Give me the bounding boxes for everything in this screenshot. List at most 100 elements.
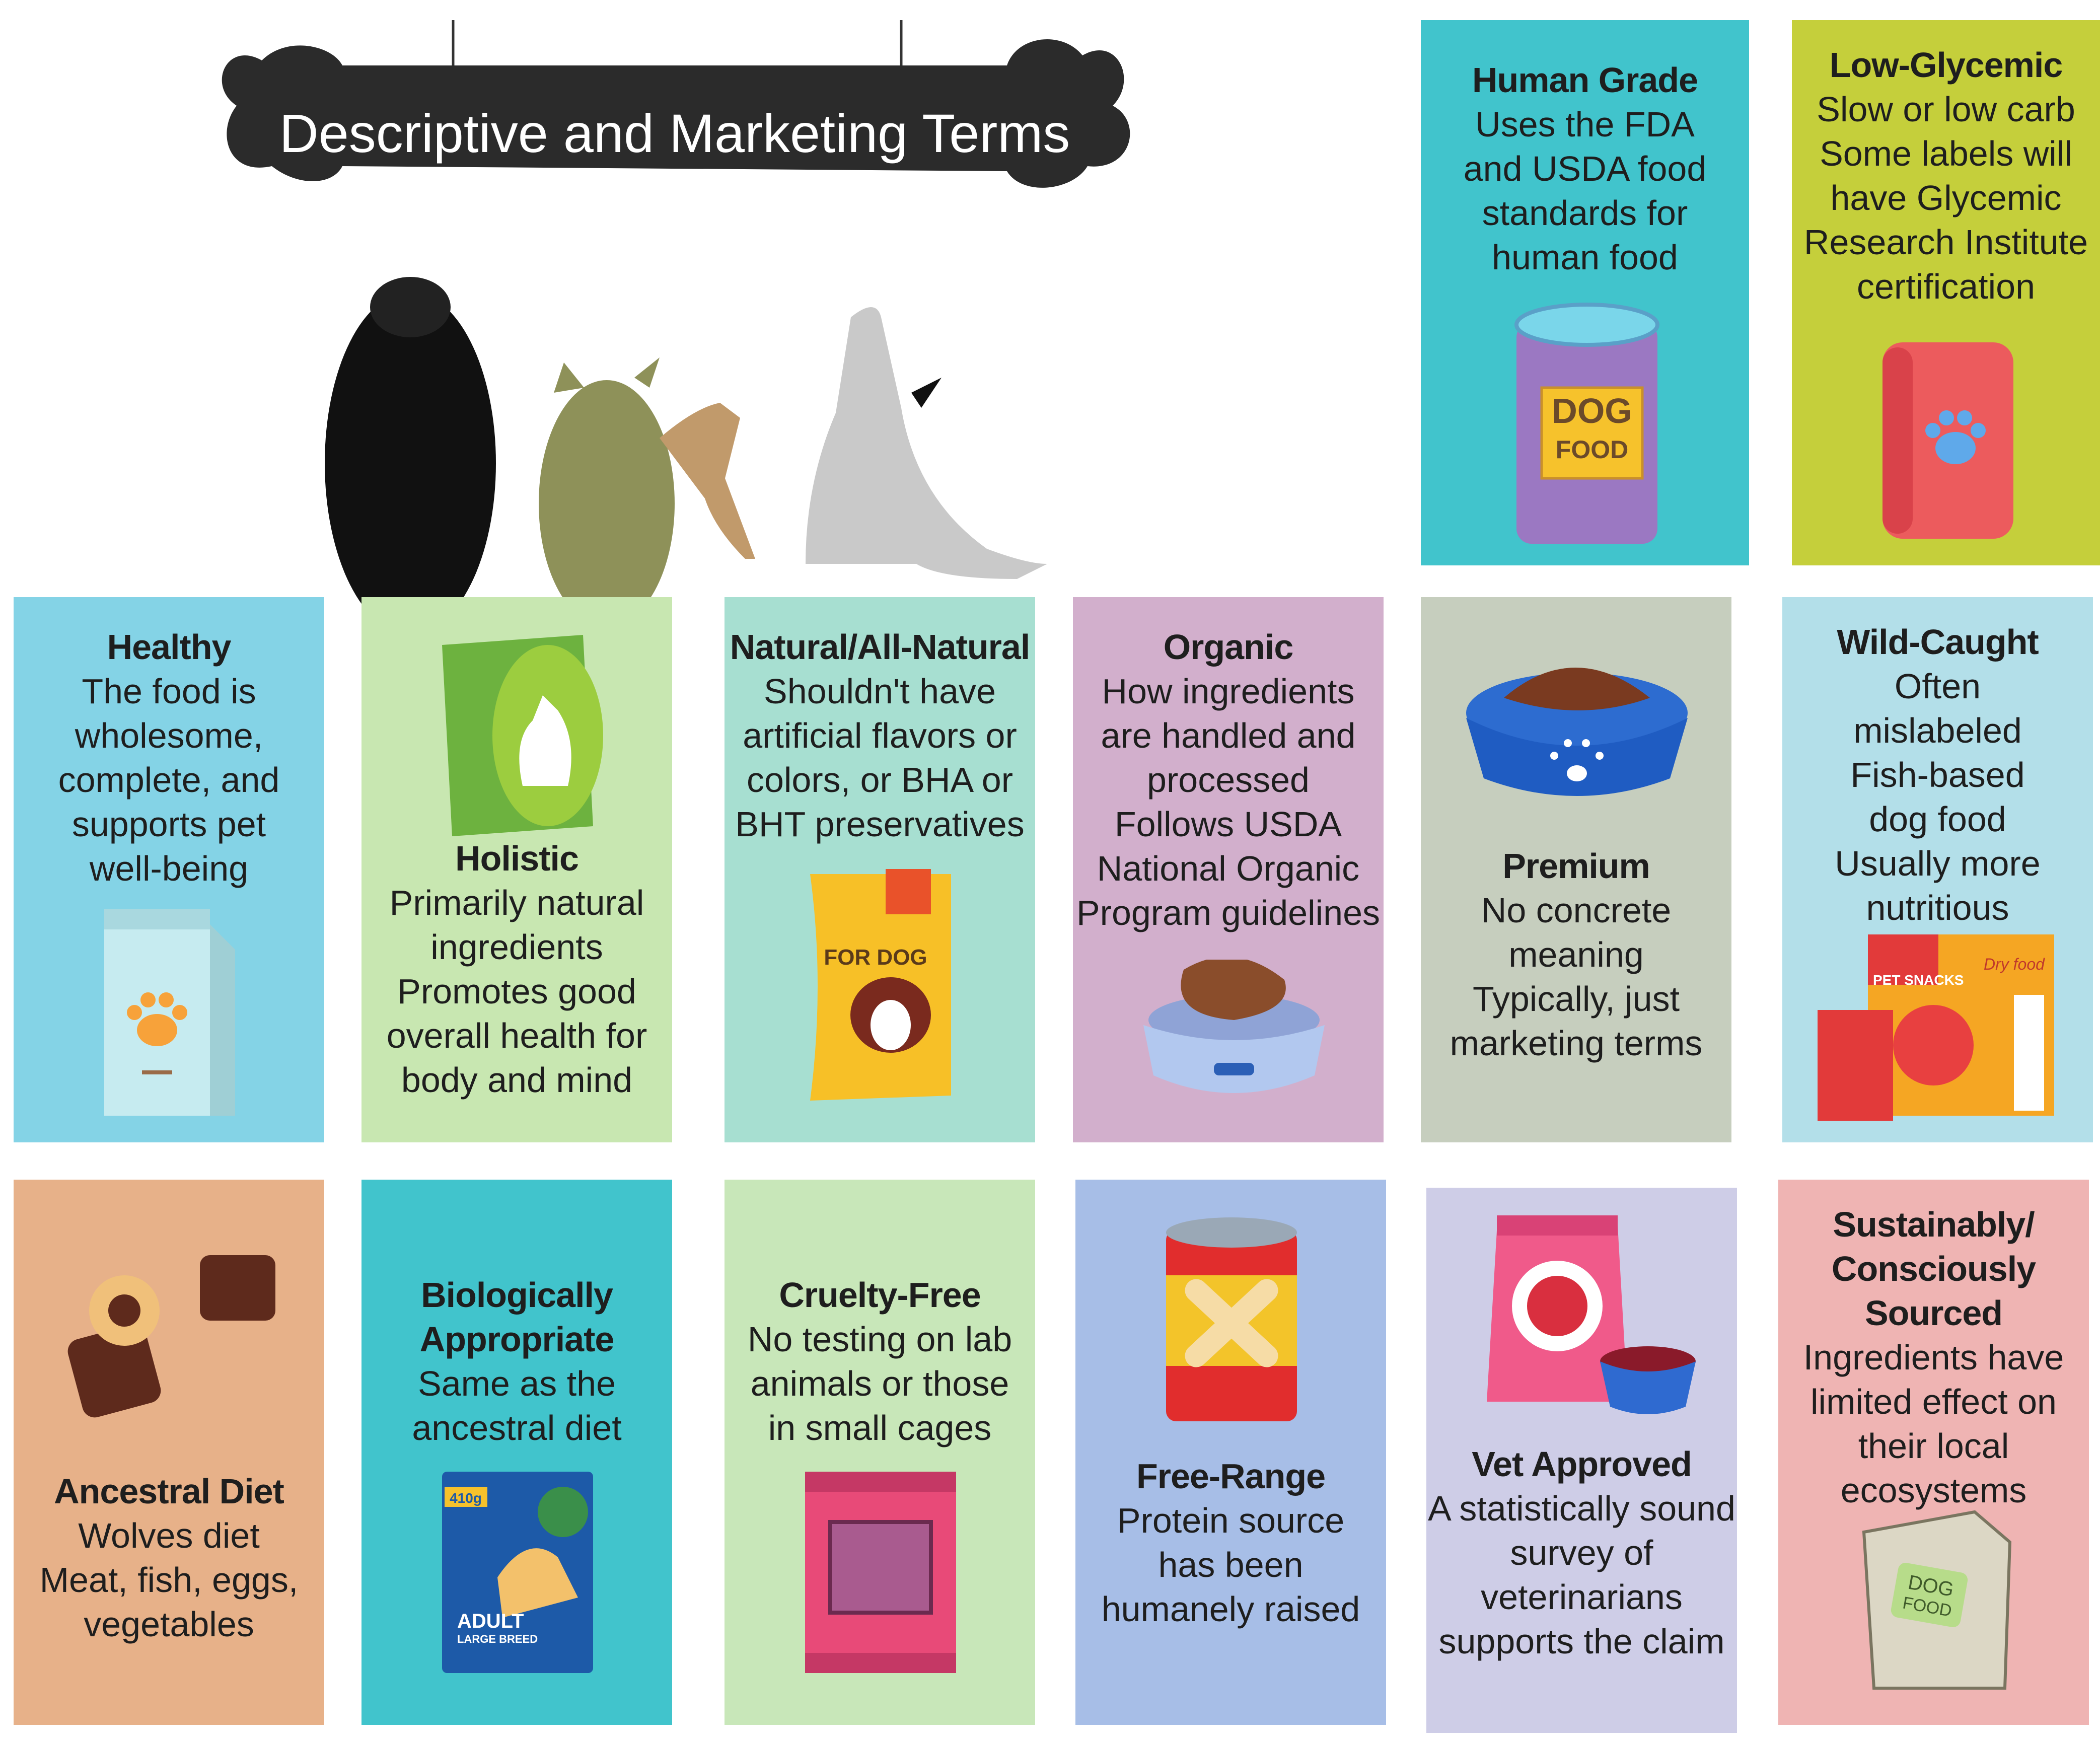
- term-description-line: well-being: [89, 849, 249, 888]
- term-title: Cruelty-Free: [779, 1275, 981, 1315]
- term-description-line: meaning: [1508, 935, 1644, 974]
- svg-text:410g: 410g: [450, 1490, 482, 1506]
- term-description-line: artificial flavors or: [743, 716, 1017, 755]
- term-description-line: No testing on lab: [747, 1320, 1012, 1359]
- term-description-line: certification: [1856, 267, 2036, 306]
- term-description-line: body and mind: [401, 1060, 633, 1100]
- svg-text:FOOD: FOOD: [1556, 436, 1628, 464]
- term-description-line: The food is: [82, 672, 256, 711]
- bowl-blue-icon: [1459, 642, 1695, 819]
- term-description-line: Fish-based: [1850, 755, 2025, 794]
- term-description-line: A statistically sound: [1428, 1489, 1735, 1528]
- term-description-line: Follows USDA: [1114, 805, 1342, 844]
- term-description-line: mislabeled: [1853, 711, 2022, 750]
- term-description-line: Primarily natural: [389, 883, 644, 922]
- term-description-line: supports the claim: [1438, 1622, 1725, 1661]
- term-text: Cruelty-Free No testing on lab animals or …: [725, 1273, 1035, 1450]
- term-description-line: dog food: [1869, 800, 2006, 839]
- term-description-line: standards for: [1482, 193, 1688, 233]
- term-description-line: Protein source: [1117, 1501, 1345, 1540]
- bowl-light-blue-icon: [1133, 957, 1335, 1106]
- term-description-line: their local: [1858, 1426, 2009, 1466]
- term-description-line: colors, or BHA or: [746, 760, 1013, 800]
- term-description-line: are handled and: [1101, 716, 1356, 755]
- term-description-line: complete, and: [58, 760, 280, 800]
- term-description-line: ingredients: [430, 927, 603, 967]
- term-description-line: National Organic: [1097, 849, 1360, 888]
- bag-paw-light-icon: [94, 909, 245, 1121]
- term-title: Sourced: [1864, 1293, 2003, 1333]
- term-description-line: Same as the: [418, 1364, 616, 1403]
- term-description-line: animals or those: [750, 1364, 1009, 1403]
- term-title: Ancestral Diet: [54, 1472, 284, 1511]
- term-description-line: veterinarians: [1481, 1577, 1683, 1617]
- term-description-line: Promotes good: [397, 972, 636, 1011]
- term-description-line: has been: [1158, 1545, 1304, 1584]
- bag-green-dog-icon: [432, 625, 603, 836]
- term-description-line: survey of: [1510, 1533, 1653, 1572]
- term-description-line: Meat, fish, eggs,: [39, 1560, 299, 1600]
- term-title: Consciously: [1831, 1249, 2036, 1288]
- pouch-pink-icon: [800, 1467, 961, 1678]
- term-description-line: Research Institute: [1803, 223, 2088, 262]
- term-description-line: ecosystems: [1840, 1471, 2027, 1510]
- term-description-line: supports pet: [71, 805, 266, 844]
- svg-text:PET SNACKS: PET SNACKS: [1873, 972, 1964, 988]
- bag-yellow-dog-icon: FOR DOG: [800, 864, 961, 1106]
- term-description-line: Shouldn't have: [764, 672, 996, 711]
- term-description-line: No concrete: [1481, 891, 1672, 930]
- bag-pink-bowl-icon: [1477, 1210, 1698, 1422]
- term-description-line: Slow or low carb: [1817, 90, 2075, 129]
- term-description-line: nutritious: [1866, 888, 2009, 927]
- term-description-line: Program guidelines: [1076, 893, 1381, 932]
- term-description-line: in small cages: [768, 1408, 992, 1447]
- svg-text:FOR DOG: FOR DOG: [824, 945, 927, 970]
- term-title: Premium: [1502, 846, 1650, 886]
- term-description-line: human food: [1492, 238, 1678, 277]
- term-description-line: wholesome,: [75, 716, 263, 755]
- can-bone-icon: [1161, 1215, 1302, 1431]
- term-title: Organic: [1163, 627, 1294, 667]
- term-description-line: BHT preservatives: [735, 805, 1025, 844]
- term-title: Biologically: [421, 1275, 613, 1315]
- page-title: Descriptive and Marketing Terms: [279, 103, 1070, 164]
- term-description-line: and USDA food: [1463, 149, 1707, 188]
- svg-text:LARGE BREED: LARGE BREED: [457, 1633, 538, 1645]
- term-description-line: overall health for: [386, 1016, 647, 1055]
- term-description-line: vegetables: [84, 1605, 254, 1644]
- dogs-illustration: [325, 277, 1047, 655]
- term-card-cruelty-free: Cruelty-Free No testing on lab animals or …: [725, 1180, 1035, 1725]
- term-description-line: humanely raised: [1101, 1589, 1360, 1629]
- svg-text:ADULT: ADULT: [457, 1610, 524, 1632]
- term-title: Healthy: [107, 627, 232, 667]
- term-description-line: ancestral diet: [412, 1408, 622, 1447]
- term-description-line: Often: [1894, 667, 1981, 706]
- term-description-line: Some labels will: [1820, 134, 2072, 173]
